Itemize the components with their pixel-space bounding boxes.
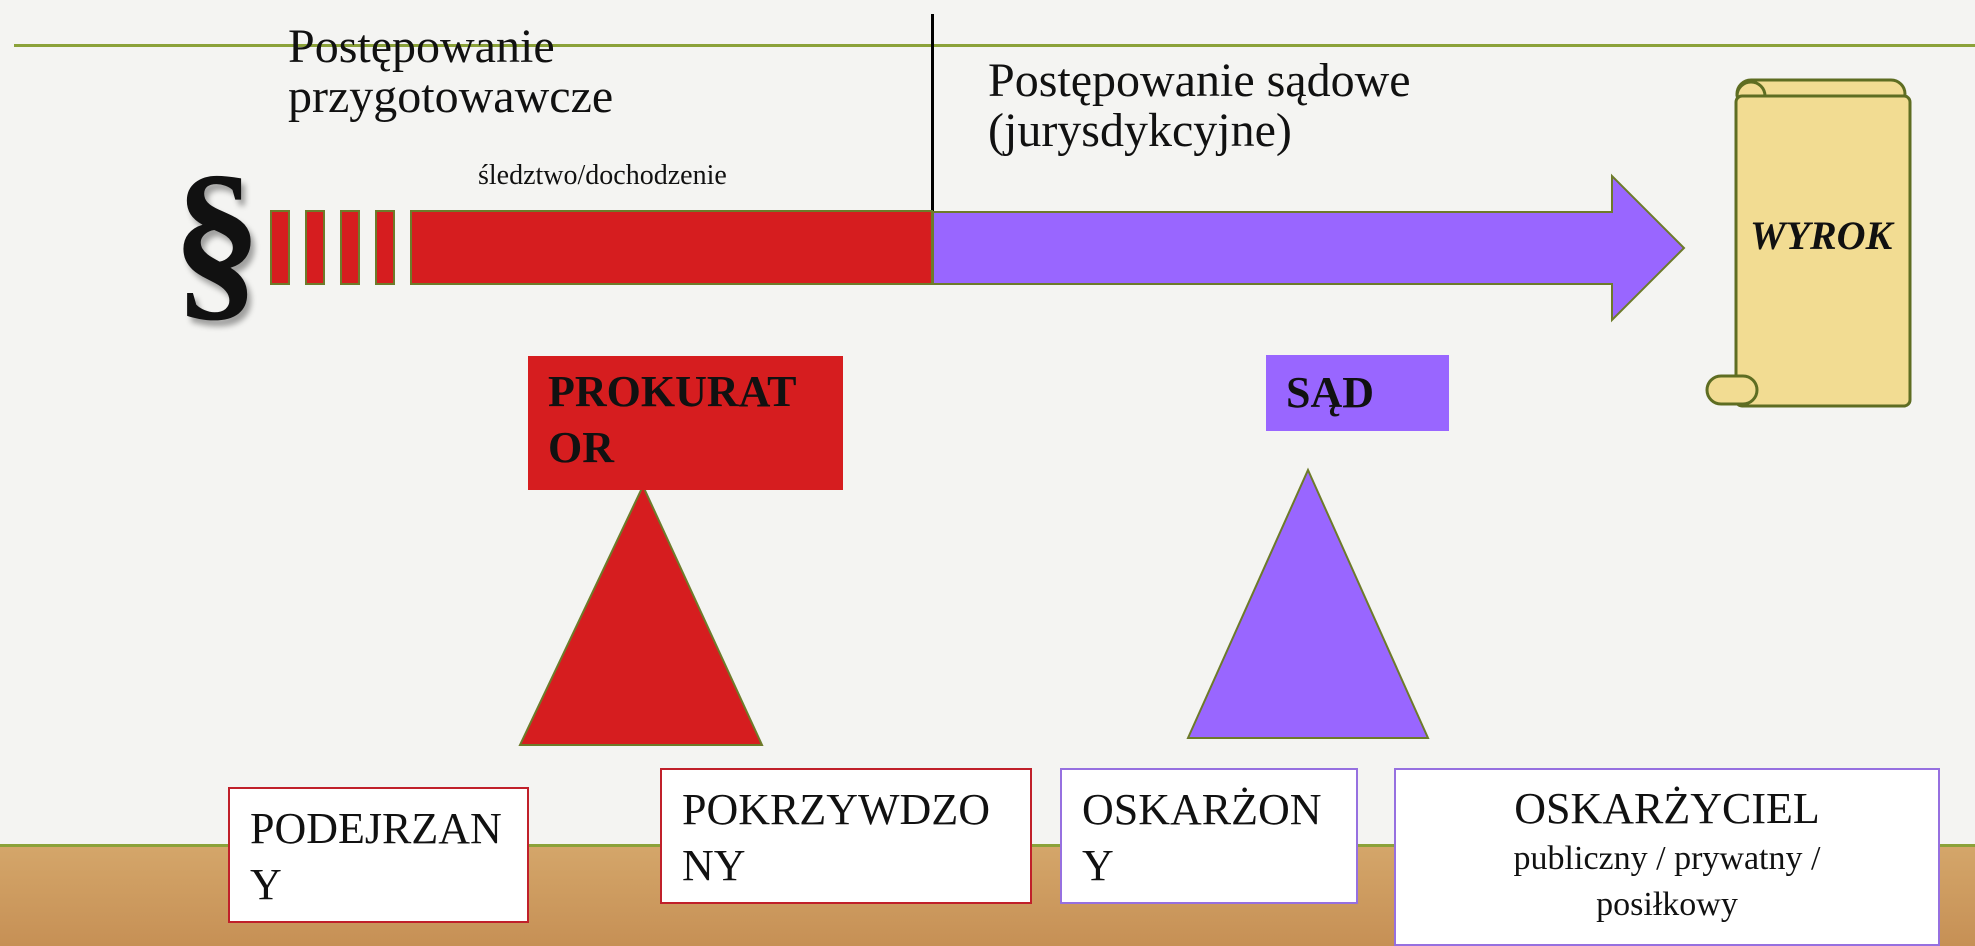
verdict-label: WYROK	[1750, 213, 1893, 258]
paragraph-symbol: §	[172, 138, 262, 337]
court-stage-title: Postępowanie sądowe (jurysdykcyjne)	[988, 54, 1411, 157]
stage-divider	[931, 14, 934, 284]
court-role: SĄD	[1266, 355, 1449, 431]
accused-box: OSKARŻONY	[1060, 768, 1358, 904]
court-triangle	[1186, 467, 1430, 739]
top-rule	[14, 44, 1975, 47]
victim-box: POKRZYWDZONY	[660, 768, 1032, 904]
preparatory-stage-title: Postępowanie przygotowawcze	[288, 20, 614, 123]
accuser-box: OSKARŻYCIEL publiczny / prywatny / posił…	[1394, 768, 1940, 946]
accuser-title: OSKARŻYCIEL	[1514, 784, 1820, 833]
arrow-stripe	[340, 210, 360, 285]
prosecutor-role: PROKURATOR	[528, 356, 843, 490]
court-arrow	[932, 173, 1686, 323]
prosecutor-triangle	[518, 483, 764, 746]
arrow-stripe	[305, 210, 325, 285]
preparatory-bar	[410, 210, 933, 285]
verdict-scroll	[1705, 78, 1912, 408]
preparatory-substage-label: śledztwo/dochodzenie	[478, 160, 727, 191]
suspect-box: PODEJRZANY	[228, 787, 529, 923]
arrow-stripe	[270, 210, 290, 285]
accuser-types: publiczny / prywatny / posiłkowy	[1513, 840, 1821, 923]
arrow-stripe	[375, 210, 395, 285]
